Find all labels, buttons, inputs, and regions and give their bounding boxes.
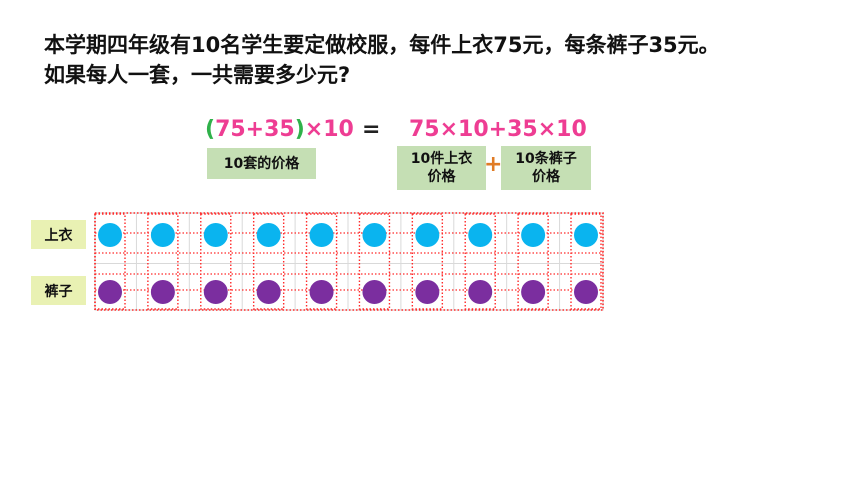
- left-times: ×10: [304, 117, 354, 142]
- equation-right: 75×10+35×10: [409, 117, 587, 142]
- pants-dot: [98, 280, 122, 304]
- pants-label-line-1: 10条裤子: [515, 151, 577, 167]
- pants-dot: [150, 280, 175, 304]
- open-paren: (: [205, 117, 216, 142]
- close-paren: ): [294, 117, 305, 142]
- equation-left: (75+35)×10: [205, 116, 354, 144]
- pants-dot: [256, 280, 281, 304]
- column-frame: [200, 213, 232, 310]
- column-frame: [147, 213, 179, 310]
- problem-line-1: 本学期四年级有10名学生要定做校服，每件上衣75元，每条裤子35元。: [44, 33, 720, 57]
- pants-dot: [203, 280, 228, 304]
- pants-dot: [521, 280, 546, 304]
- outer-frame: [94, 212, 604, 311]
- column-frame: [358, 213, 391, 310]
- shirt-dot: [362, 223, 387, 247]
- set-price-label: 10套的价格: [207, 148, 316, 179]
- column-frame: [252, 213, 285, 310]
- shirt-dot: [98, 223, 122, 247]
- shirt-dot: [521, 223, 546, 247]
- pants-dot: [362, 280, 387, 304]
- column-frame: [305, 213, 338, 310]
- row-label-pants: 裤子: [31, 276, 86, 305]
- shirt-dot: [256, 223, 281, 247]
- column-frame: [570, 213, 602, 310]
- row-label-shirts: 上衣: [31, 220, 86, 249]
- shirts-price-label: 10件上衣 价格: [397, 146, 486, 190]
- pants-label-line-2: 价格: [531, 169, 560, 185]
- column-frame: [411, 213, 444, 310]
- pants-price-label: 10条裤子 价格: [501, 146, 591, 190]
- shirt-dot: [574, 223, 598, 247]
- left-sum: 75+35: [215, 117, 295, 142]
- pants-dot: [574, 280, 598, 304]
- pants-dot: [309, 280, 334, 304]
- shirt-dot: [203, 223, 228, 247]
- column-frame: [517, 213, 549, 310]
- pants-dot: [415, 280, 440, 304]
- column-frame: [464, 213, 496, 310]
- problem-line-2: 如果每人一套，一共需要多少元?: [44, 63, 351, 87]
- shirt-dot: [309, 223, 334, 247]
- problem-text: 本学期四年级有10名学生要定做校服，每件上衣75元，每条裤子35元。 如果每人一…: [44, 30, 720, 90]
- shirt-dot: [468, 223, 493, 247]
- column-frame: [94, 213, 126, 310]
- shirt-dot: [415, 223, 440, 247]
- pants-dot: [468, 280, 493, 304]
- shirts-label-line-2: 价格: [427, 169, 456, 185]
- shirt-dot: [150, 223, 175, 247]
- shirts-label-line-1: 10件上衣: [410, 151, 473, 167]
- equals-sign: =: [362, 117, 381, 142]
- plus-sign: +: [484, 152, 503, 177]
